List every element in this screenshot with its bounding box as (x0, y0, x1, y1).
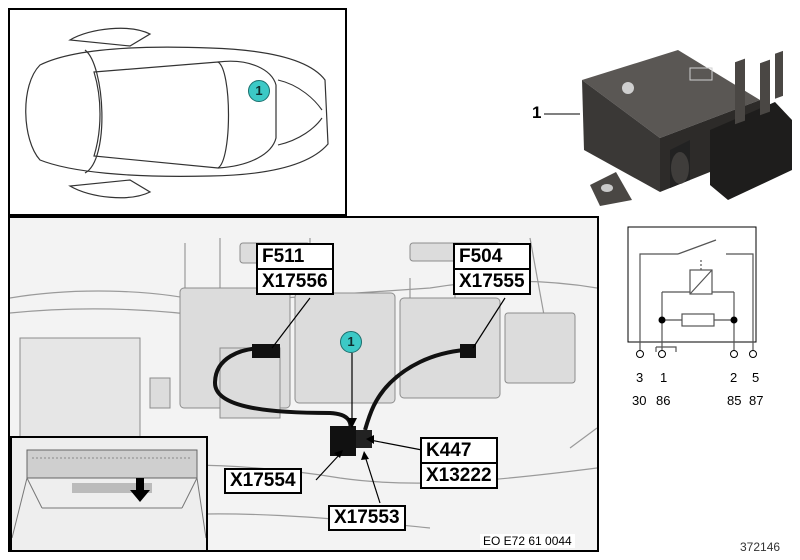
pin-bottom-3: 85 (727, 393, 742, 408)
pin-top-2: 1 (660, 370, 668, 385)
relay-schematic (627, 226, 757, 358)
pin-top-1: 3 (636, 370, 644, 385)
pin-top-3: 2 (730, 370, 738, 385)
label-f504: F504 (459, 246, 503, 267)
car-outline (25, 27, 329, 199)
label-x17555: X17555 (455, 268, 529, 293)
label-f511: F511 (262, 246, 305, 267)
footer-code: EO E72 61 0044 (480, 534, 575, 548)
label-f504-x17555: F504 X17555 (453, 243, 531, 295)
trunk-inset (10, 436, 208, 550)
car-location-panel: 1 (8, 8, 347, 216)
relay-callout: 1 (340, 331, 362, 353)
label-f511-x17556: F511 X17556 (256, 243, 334, 295)
label-x17553: X17553 (328, 505, 406, 531)
part-leader-line (544, 113, 580, 115)
pin-bottom-1: 30 (632, 393, 647, 408)
label-k447: K447 (426, 440, 472, 461)
pin-top-4: 5 (752, 370, 760, 385)
location-callout: 1 (248, 80, 270, 102)
part-leader-label: 1 (532, 103, 542, 122)
pin-bottom-4: 87 (749, 393, 764, 408)
label-x17556: X17556 (258, 268, 332, 293)
label-x17554: X17554 (224, 468, 302, 494)
label-x13222: X13222 (422, 462, 496, 487)
label-k447-x13222: K447 X13222 (420, 437, 498, 489)
trunk-inset-drawing (12, 449, 206, 539)
pin-bottom-2: 86 (656, 393, 671, 408)
image-number: 372146 (740, 540, 781, 554)
relay-part-image (560, 40, 800, 210)
